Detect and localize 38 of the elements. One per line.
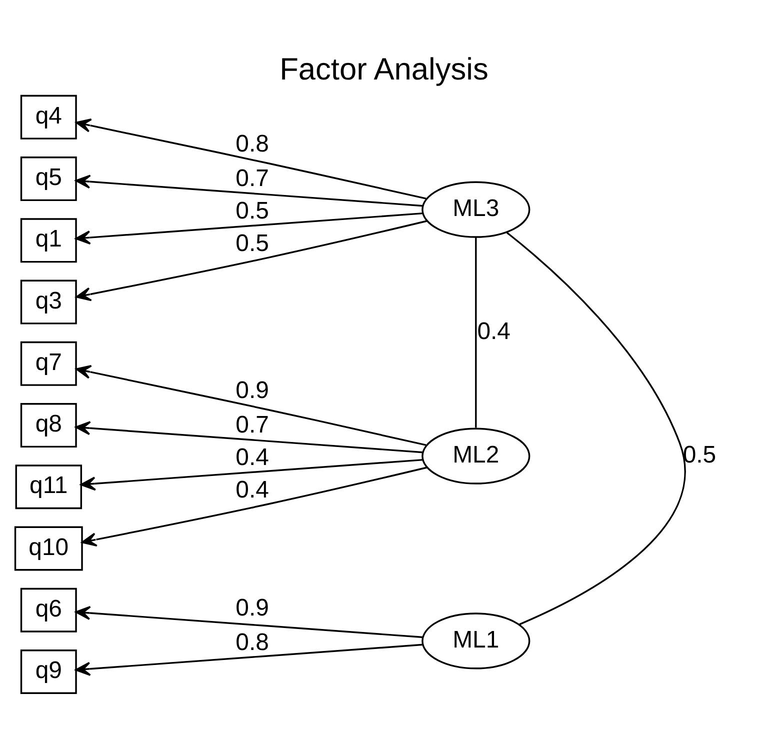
arrow <box>75 174 424 206</box>
node-box: q7 <box>20 340 77 386</box>
arrow <box>75 606 424 638</box>
edge-label: 0.5 <box>682 440 716 468</box>
arrow <box>80 458 424 490</box>
arrow <box>75 643 424 676</box>
edge-label: 0.4 <box>236 476 269 504</box>
connector <box>475 237 477 428</box>
edge-label: 0.4 <box>236 443 269 470</box>
edge-label: 0.8 <box>236 628 269 656</box>
node-box: q11 <box>15 464 82 509</box>
node-box: q9 <box>20 649 77 694</box>
arrow <box>76 118 426 199</box>
arrow <box>81 466 428 546</box>
arrow <box>76 220 428 301</box>
node-ellipse: ML1 <box>422 612 530 669</box>
arrow <box>75 420 424 453</box>
edge-label: 0.5 <box>236 230 269 257</box>
edge-label: 0.8 <box>236 130 269 158</box>
node-box: q1 <box>20 218 77 262</box>
arrow <box>76 364 426 446</box>
connector <box>506 231 686 625</box>
edge-label: 0.7 <box>236 164 269 192</box>
node-box: q8 <box>20 402 77 448</box>
edge-label: 0.5 <box>236 197 269 224</box>
node-box: q10 <box>14 526 83 570</box>
edge-label: 0.4 <box>477 318 511 345</box>
diagram-title: Factor Analysis <box>280 50 488 86</box>
node-box: q4 <box>20 94 77 139</box>
arrow <box>75 212 424 244</box>
edge-label: 0.9 <box>236 594 269 622</box>
edge-label: 0.7 <box>236 410 269 438</box>
node-box: q5 <box>20 156 77 201</box>
node-box: q3 <box>20 279 77 324</box>
node-ellipse: ML2 <box>422 427 530 484</box>
node-box: q6 <box>20 587 77 632</box>
node-ellipse: ML3 <box>422 180 530 238</box>
edge-label: 0.9 <box>236 376 269 404</box>
